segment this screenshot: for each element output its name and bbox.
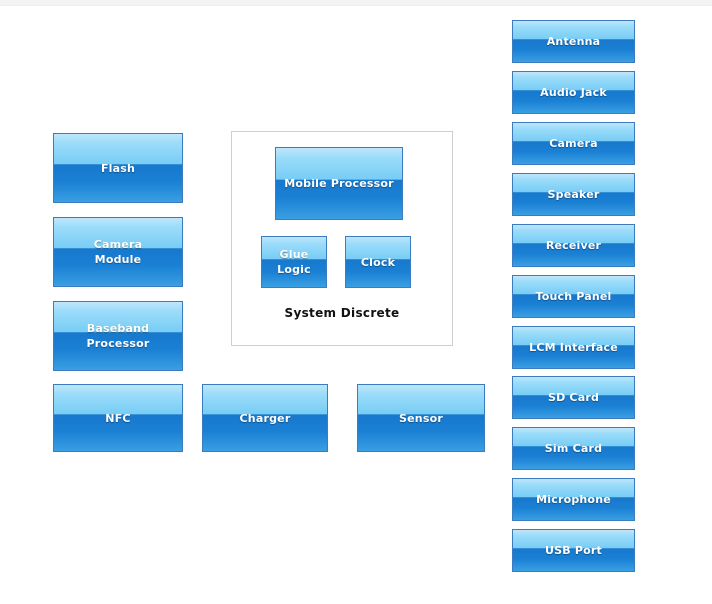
block-microphone[interactable]: Microphone — [512, 478, 635, 521]
block-camera[interactable]: Camera — [512, 122, 635, 165]
block-label: Microphone — [536, 493, 611, 506]
block-nfc[interactable]: NFC — [53, 384, 183, 452]
block-label: Camera — [549, 137, 598, 150]
block-label: Sensor — [399, 411, 443, 425]
top-window-strip — [0, 0, 712, 6]
block-label: Antenna — [546, 35, 601, 48]
system-discrete-caption: System Discrete — [284, 306, 400, 320]
block-label: Charger — [239, 411, 291, 425]
block-sensor[interactable]: Sensor — [357, 384, 485, 452]
block-label: Touch Panel — [535, 290, 612, 303]
block-label: Logic — [277, 263, 311, 276]
block-label: Clock — [360, 255, 396, 269]
block-label: Processor — [86, 337, 150, 350]
block-label: Camera — [93, 238, 143, 251]
block-speaker[interactable]: Speaker — [512, 173, 635, 216]
block-label: Flash — [100, 161, 136, 175]
block-label: Receiver — [545, 239, 602, 252]
block-clock[interactable]: Clock — [345, 236, 411, 288]
block-label: USB Port — [545, 544, 602, 557]
block-usb-port[interactable]: USB Port — [512, 529, 635, 572]
block-label: LCM Interface — [529, 341, 618, 354]
block-receiver[interactable]: Receiver — [512, 224, 635, 267]
block-flash[interactable]: Flash — [53, 133, 183, 203]
block-label: Audio Jack — [540, 86, 607, 99]
block-label: SD Card — [547, 391, 600, 404]
block-charger[interactable]: Charger — [202, 384, 328, 452]
block-label: Module — [94, 253, 142, 266]
block-sim-card[interactable]: Sim Card — [512, 427, 635, 470]
block-label: Baseband — [86, 322, 150, 335]
block-lcm-interface[interactable]: LCM Interface — [512, 326, 635, 369]
block-label: Mobile Processor — [284, 177, 394, 190]
block-sd-card[interactable]: SD Card — [512, 376, 635, 419]
block-label: Sim Card — [544, 442, 603, 455]
block-antenna[interactable]: Antenna — [512, 20, 635, 63]
block-touch-panel[interactable]: Touch Panel — [512, 275, 635, 318]
block-audio-jack[interactable]: Audio Jack — [512, 71, 635, 114]
block-label: Speaker — [547, 188, 600, 201]
block-label: Glue — [279, 248, 309, 261]
block-mobile-processor[interactable]: Mobile Processor — [275, 147, 403, 220]
block-label: NFC — [105, 411, 131, 425]
